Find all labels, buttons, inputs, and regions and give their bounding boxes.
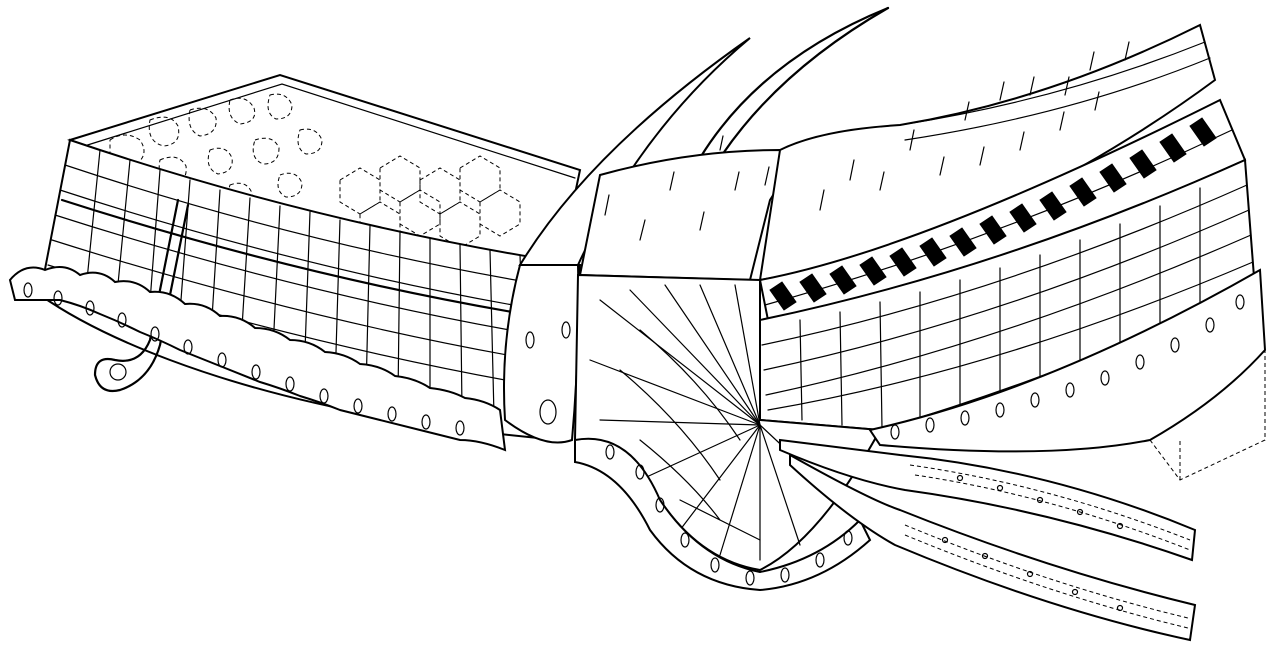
diagram-canvas [0, 0, 1272, 646]
integument-illustration [0, 0, 1272, 646]
